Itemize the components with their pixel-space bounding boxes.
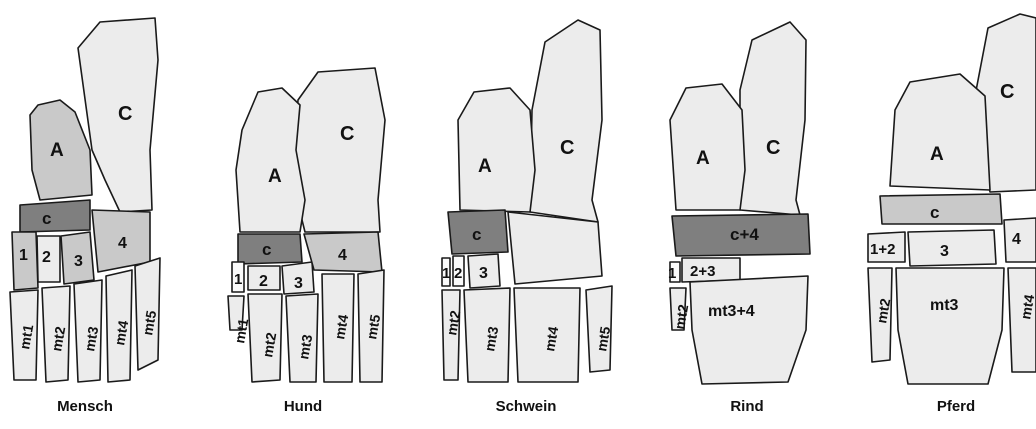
label-navicular: c — [42, 209, 51, 228]
tarsal-4-bone — [508, 212, 602, 284]
label-cuboid: 4 — [118, 235, 127, 252]
label-mt2: mt2 — [443, 309, 463, 337]
caption-mensch: Mensch — [5, 398, 165, 415]
label-tarsal-2-3: 2+3 — [690, 263, 715, 280]
label-talus: A — [478, 156, 492, 177]
talus-bone — [670, 84, 745, 210]
navicular-bone — [880, 194, 1002, 224]
panel-pferd: C A c 1+2 3 4 mt2 mt3 mt4 — [868, 14, 1036, 384]
calcaneus-bone — [292, 68, 385, 232]
label-calcaneus: C — [766, 137, 780, 159]
talus-bone — [236, 88, 305, 232]
navicular-bone — [20, 200, 90, 232]
label-cuneiform-3: 3 — [74, 253, 83, 270]
label-talus: A — [50, 140, 64, 161]
label-navicular: c — [262, 240, 271, 259]
talus-bone — [458, 88, 535, 212]
caption-schwein: Schwein — [446, 398, 606, 415]
label-tarsal-2: 2 — [454, 265, 462, 282]
panel-mensch: C A c 1 2 3 4 mt1 mt2 mt3 mt4 mt5 — [10, 18, 160, 382]
label-tarsal-4: 4 — [1012, 231, 1021, 248]
label-cuneiform-2: 2 — [42, 249, 51, 266]
metatarsal-3 — [896, 268, 1004, 384]
caption-rind: Rind — [667, 398, 827, 415]
label-talus: A — [930, 144, 944, 165]
label-tarsal-3: 3 — [294, 275, 303, 292]
label-talus: A — [696, 148, 710, 169]
calcaneus-bone — [740, 22, 806, 215]
label-centroquartale: c+4 — [730, 225, 759, 244]
label-tarsal-1: 1 — [234, 271, 242, 288]
label-tarsal-4: 4 — [338, 247, 347, 264]
panel-schwein: C A c 1 2 3 mt2 mt3 mt4 mt5 — [442, 20, 613, 382]
panel-hund: C A c 1 2 3 4 mt1 mt2 mt3 mt4 mt5 — [228, 68, 385, 382]
label-mt3: mt3 — [930, 297, 959, 314]
calcaneus-bone — [530, 20, 602, 222]
label-tarsal-3: 3 — [479, 265, 488, 282]
caption-hund: Hund — [223, 398, 383, 415]
label-cuneiform-1: 1 — [19, 247, 28, 264]
tarsal-3-bone — [908, 230, 996, 266]
label-mt2: mt2 — [671, 303, 691, 331]
label-calcaneus: C — [118, 103, 132, 125]
label-tarsal-1-2: 1+2 — [870, 241, 895, 258]
caption-pferd: Pferd — [876, 398, 1036, 415]
label-navicular: c — [472, 225, 481, 244]
talus-bone — [890, 74, 990, 190]
label-tarsal-1: 1 — [442, 265, 450, 282]
label-mt3-4: mt3+4 — [708, 303, 755, 320]
panel-rind: C A c+4 1 2+3 mt2 mt3+4 — [668, 22, 810, 384]
label-mt1: mt1 — [231, 317, 251, 345]
label-talus: A — [268, 166, 282, 187]
label-calcaneus: C — [340, 123, 354, 145]
label-tarsal-1: 1 — [668, 265, 676, 282]
label-calcaneus: C — [1000, 81, 1014, 103]
label-tarsal-3: 3 — [940, 243, 949, 260]
label-calcaneus: C — [560, 137, 574, 159]
metatarsal-3-4 — [690, 276, 808, 384]
label-navicular: c — [930, 203, 939, 222]
label-mt4: mt4 — [1017, 293, 1036, 321]
label-tarsal-2: 2 — [259, 273, 268, 290]
